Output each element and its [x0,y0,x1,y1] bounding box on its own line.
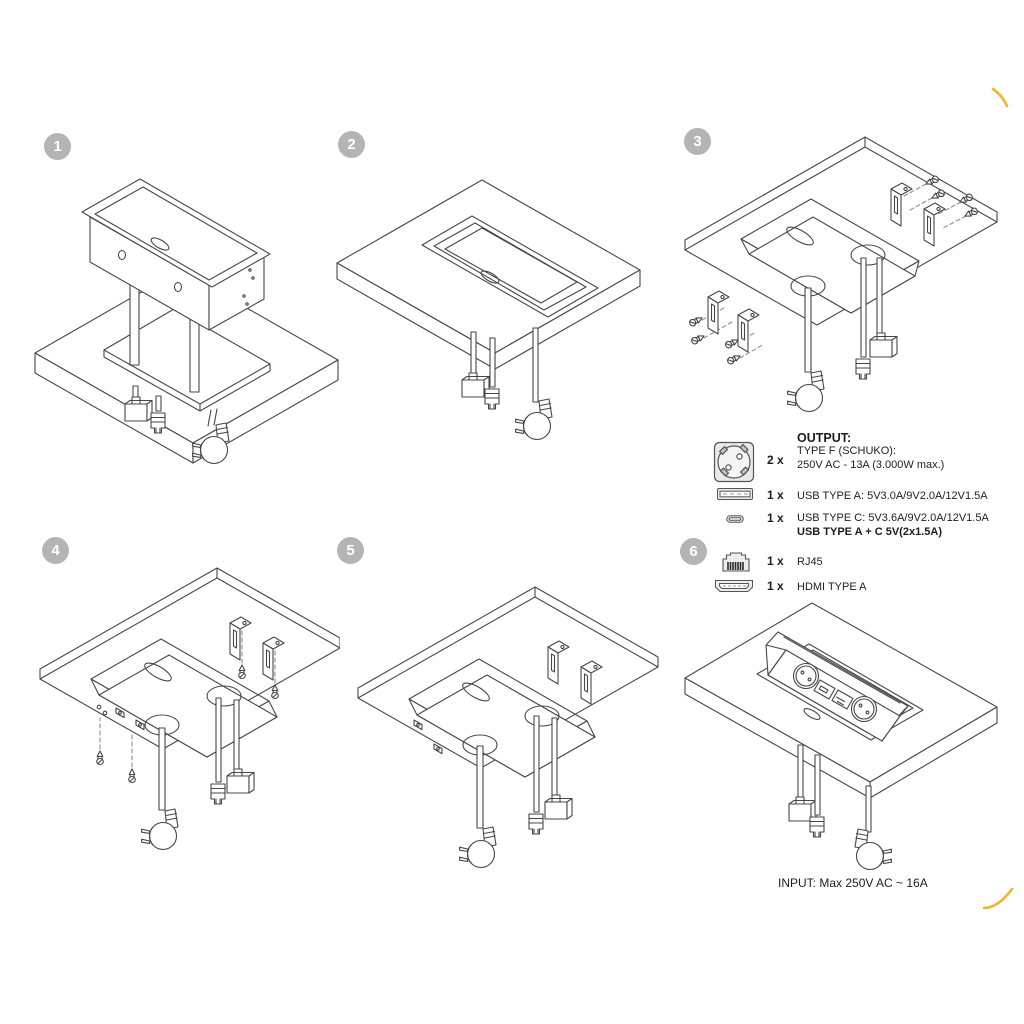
qty-label: 1 x [767,488,784,502]
spec-line: USB TYPE C: 5V3.6A/9V2.0A/12V1.5A [797,512,989,524]
step-1-badge: 1 [44,133,71,160]
spec-line: RJ45 [797,556,823,568]
step-2-illustration [336,179,641,441]
step-1-illustration [34,178,339,465]
schuko-socket-icon [713,441,755,483]
step-4-badge: 4 [42,537,69,564]
popup-unit-rim [421,215,599,318]
cables [461,327,553,441]
qty-label: 2 x [767,453,784,467]
usb-c-port-icon [726,515,744,523]
step-5-badge: 5 [337,537,364,564]
step-2-badge: 2 [338,131,365,158]
input-rating-label: INPUT: Max 250V AC ~ 16A [778,876,928,890]
popup-unit [81,178,271,393]
output-title: OUTPUT: [797,431,852,445]
step-3-badge: 3 [684,128,711,155]
qty-label: 1 x [767,511,784,525]
hdmi-port-icon [714,579,754,593]
data-module [813,679,854,710]
accent-mark-bottom-right [982,887,1014,910]
cables [124,385,230,465]
step-4-illustration [39,567,340,851]
step-3-illustration [684,136,998,413]
mounting-guides [99,629,276,768]
spec-line: USB TYPE A: 5V3.0A/9V2.0A/12V1.5A [797,490,988,502]
unit-housing [408,674,596,778]
accent-mark-top-right [991,87,1009,108]
spec-line: HDMI TYPE A [797,581,867,593]
unit-housing [740,216,920,314]
cables [788,744,892,871]
qty-label: 1 x [767,554,784,568]
spec-line: 250V AC - 13A (3.000W max.) [797,459,945,471]
cables [459,715,573,869]
step-5-illustration [357,586,659,869]
schuko-socket [850,695,878,723]
tabletop [34,269,339,464]
schuko-socket [792,662,820,690]
qty-label: 1 x [767,579,784,593]
spec-line-bold: USB TYPE A + C 5V(2x1.5A) [797,526,942,538]
step-6-illustration [684,602,998,871]
rj45-port-icon [720,550,752,574]
output-spec-panel: OUTPUT: 2 x TYPE F (SCHUKO [712,425,1024,615]
usb-a-port-icon [717,488,753,500]
cables [787,257,898,413]
spec-line: TYPE F (SCHUKO): [797,445,897,457]
popup-unit-open [756,631,924,742]
step-6-badge: 6 [680,538,707,565]
cables [141,697,255,851]
